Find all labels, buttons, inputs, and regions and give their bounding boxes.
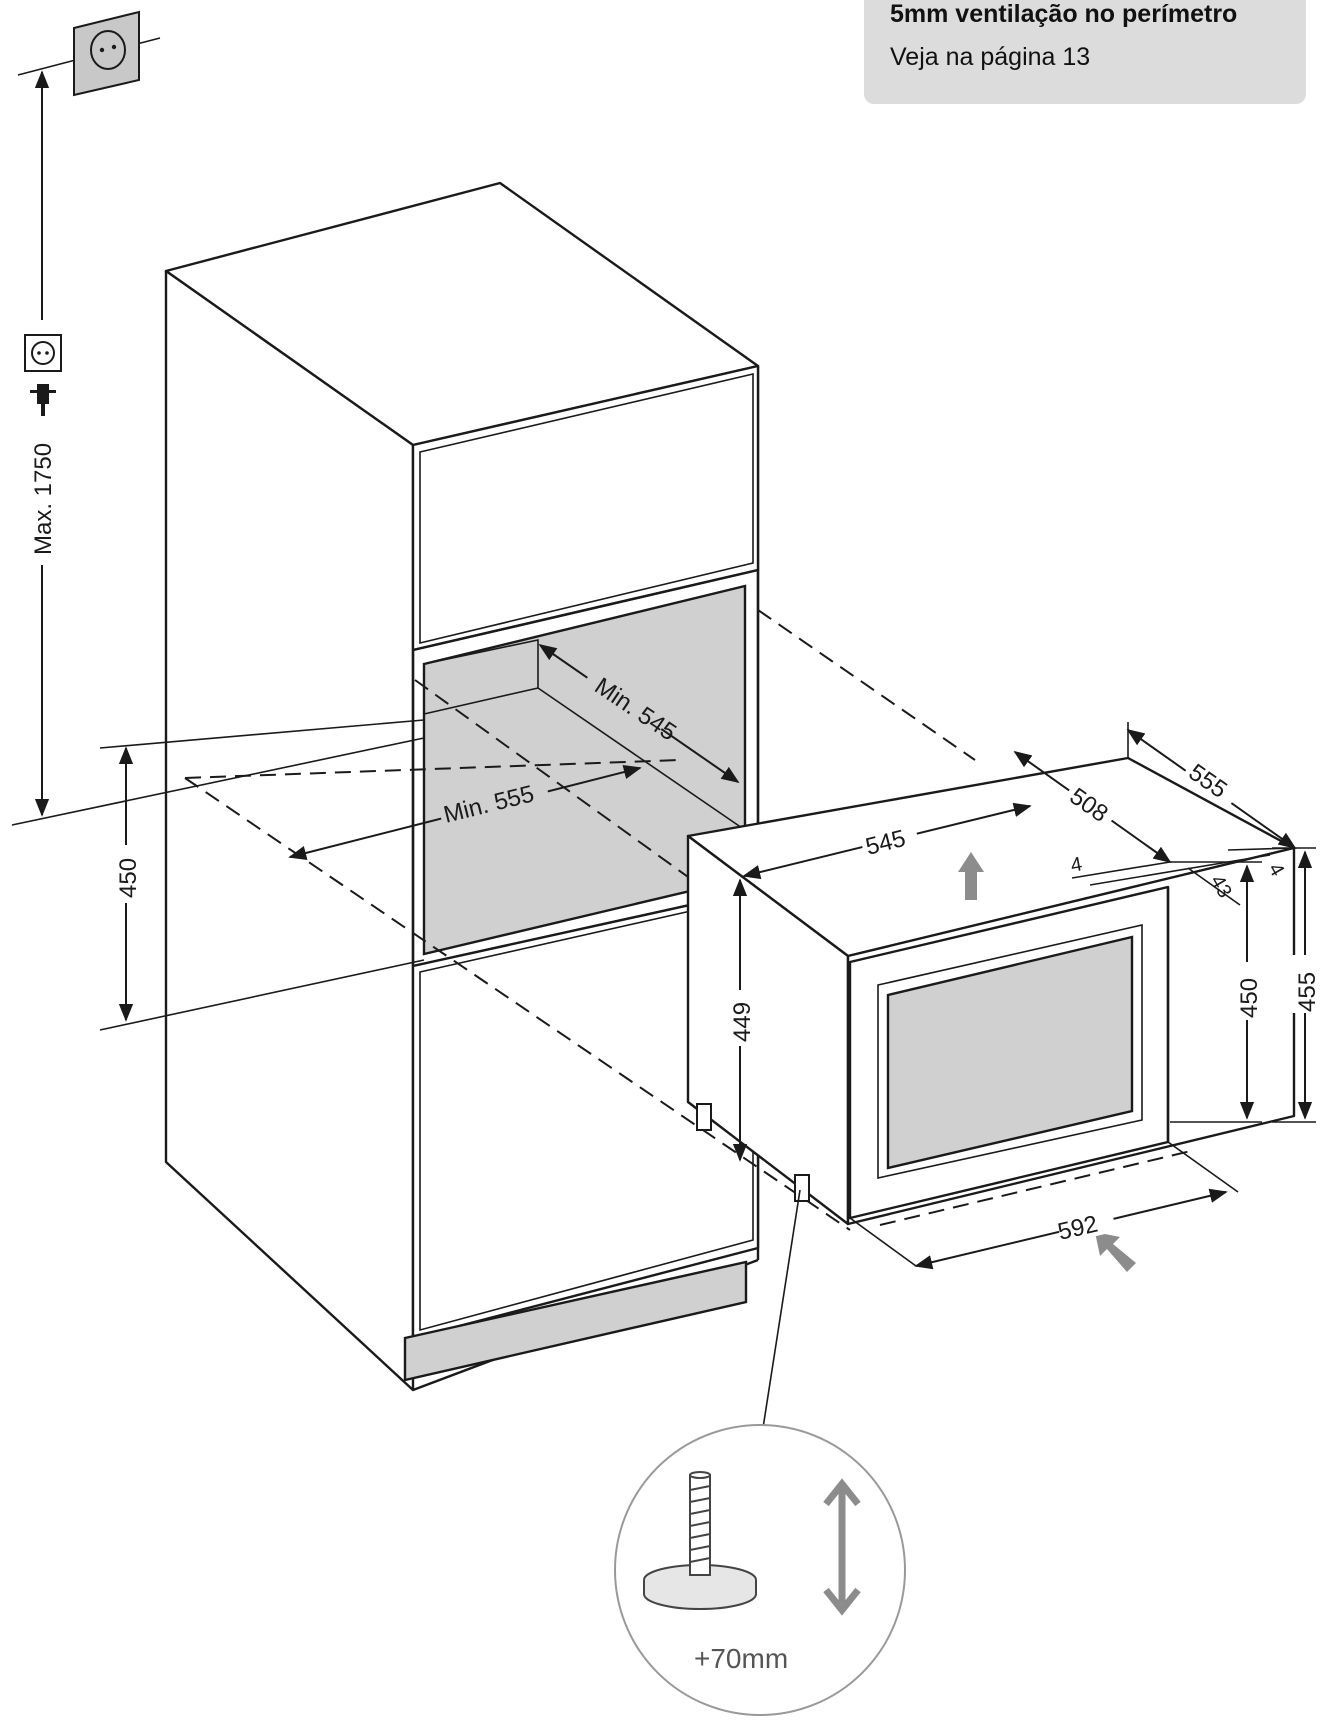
adjustable-foot-icon — [643, 1471, 757, 1610]
double-arrow-icon — [823, 1478, 861, 1616]
foot-detail: +70mm — [614, 1424, 906, 1716]
appliance — [686, 756, 1296, 1226]
power-plug-icon — [30, 384, 56, 416]
info-title: 5mm ventilação no perímetro — [890, 0, 1238, 28]
height-450-label: 450 — [1236, 978, 1263, 1018]
foot-adjust-label: +70mm — [694, 1643, 788, 1674]
height-449-label: 449 — [729, 1002, 756, 1042]
height-455-label: 455 — [1294, 972, 1321, 1012]
wall-socket-icon — [17, 10, 161, 97]
appliance-dimensions: 555 508 545 4 43 4 449 450 455 — [726, 722, 1321, 1270]
airflow-arrow-icon — [1095, 1232, 1136, 1272]
niche-height-label: 450 — [115, 858, 142, 898]
info-subtitle: Veja na página 13 — [890, 43, 1091, 71]
info-box: 5mm ventilação no perímetro Veja na pági… — [864, 0, 1306, 104]
socket-icon — [31, 341, 55, 365]
niche-height-dimension: 450 — [112, 746, 142, 1022]
tall-cabinet — [164, 181, 760, 1392]
max-height-label: Max. 1750 — [30, 443, 57, 555]
gap-4-top-label: 4 — [1069, 853, 1084, 877]
max-height-dimension: Max. 1750 — [24, 70, 62, 817]
